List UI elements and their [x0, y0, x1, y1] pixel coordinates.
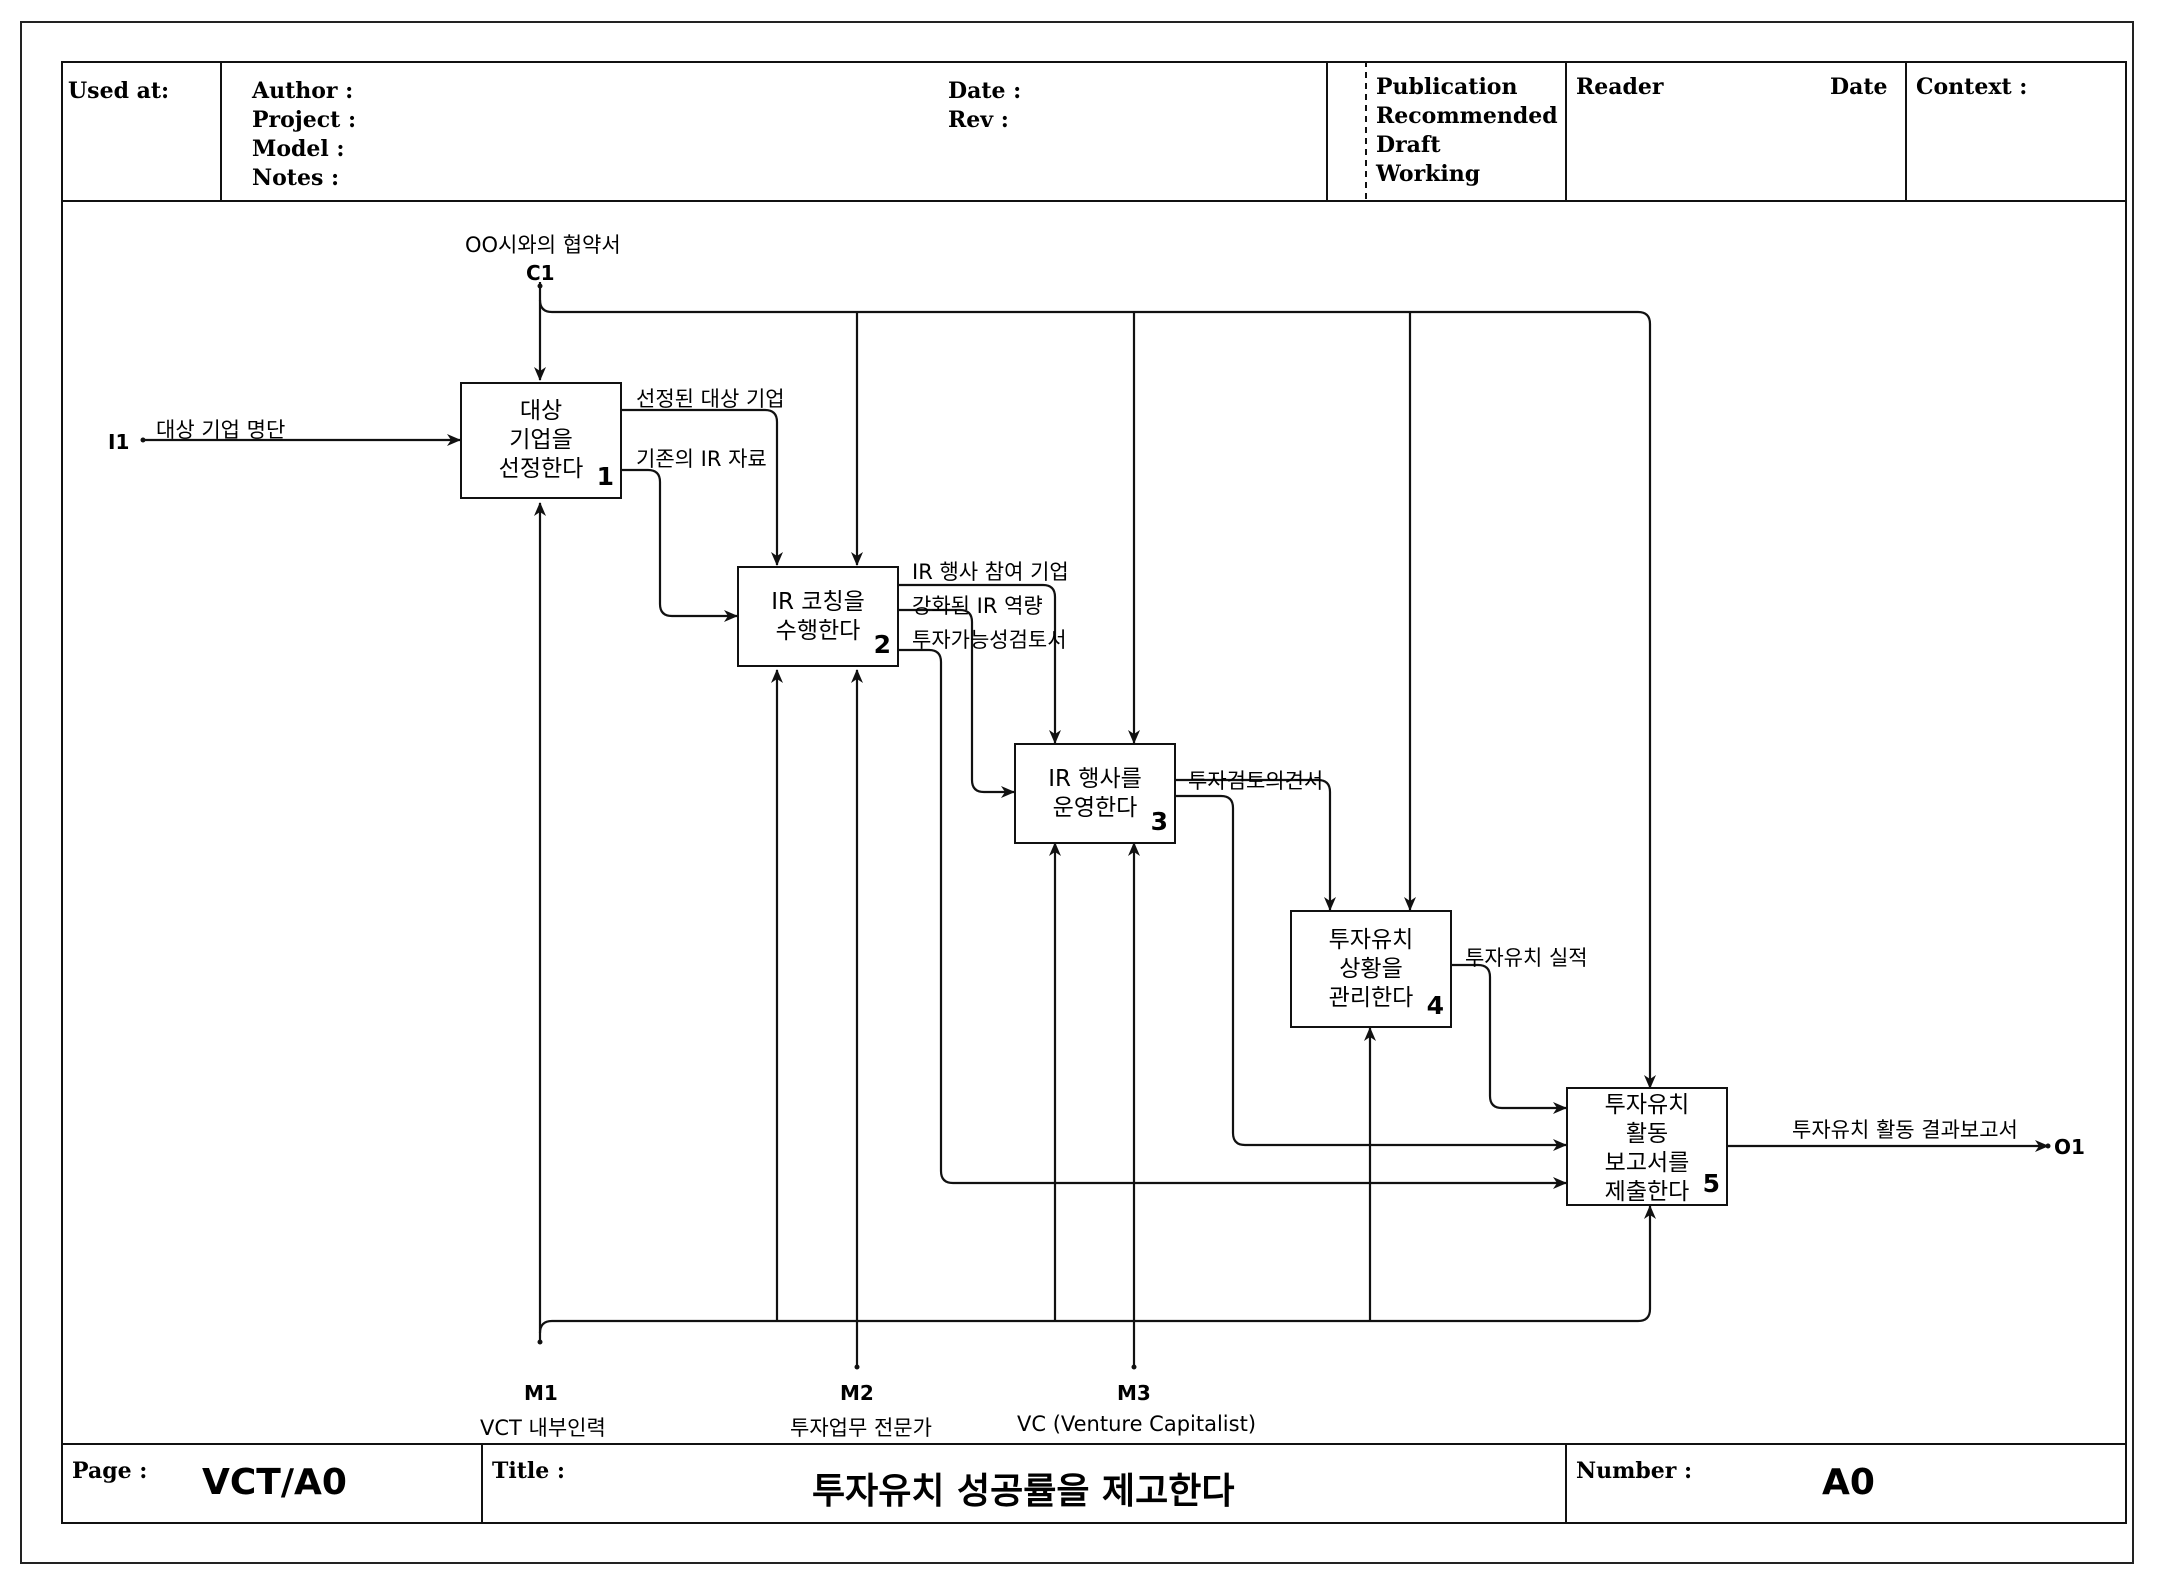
status-working: Working: [1376, 161, 1481, 187]
m2-code: M2: [840, 1381, 874, 1405]
activity-box-number: 4: [1426, 991, 1444, 1020]
m1-code: M1: [524, 1381, 558, 1405]
i1-code: I1: [108, 430, 130, 454]
used-at-label: Used at:: [68, 78, 170, 104]
page-label: Page :: [72, 1458, 148, 1484]
model-label: Model :: [252, 136, 345, 162]
activity-box-label: 투자유치 활동 보고서를 제출한다: [1604, 1092, 1690, 1205]
activity-box-number: 2: [873, 630, 891, 659]
header-grid: [61, 61, 2127, 1524]
status-draft: Draft: [1376, 132, 1441, 158]
arrow-label-selected-companies: 선정된 대상 기업: [636, 387, 785, 411]
title-label: Title :: [492, 1458, 566, 1484]
activity-box-4[interactable]: 투자유치 상황을 관리한다 4: [1290, 910, 1452, 1028]
notes-label: Notes :: [252, 165, 340, 191]
page-value: VCT/A0: [202, 1462, 347, 1503]
reader-label: Reader: [1576, 74, 1664, 100]
arrow-label-feasibility: 투자가능성검토서: [912, 628, 1067, 652]
author-label: Author :: [252, 78, 354, 104]
activity-box-label: IR 코칭을 수행한다: [771, 589, 865, 644]
outer-frame: [20, 21, 2134, 1564]
activity-box-label: IR 행사를 운영한다: [1048, 766, 1142, 821]
activity-box-5[interactable]: 투자유치 활동 보고서를 제출한다 5: [1566, 1087, 1728, 1206]
m3-code: M3: [1117, 1381, 1151, 1405]
arrow-label-enhanced-ir: 강화된 IR 역량: [912, 594, 1043, 618]
rev-label: Rev :: [948, 107, 1009, 133]
c1-label: OO시와의 협약서: [465, 233, 621, 257]
m2-label: 투자업무 전문가: [790, 1416, 932, 1440]
arrows: [143, 282, 2049, 1367]
activity-box-number: 5: [1702, 1169, 1720, 1198]
status-publication: Publication: [1376, 74, 1518, 100]
activity-box-label: 대상 기업을 선정한다: [498, 398, 584, 482]
arrow-label-existing-ir: 기존의 IR 자료: [636, 447, 767, 471]
number-value: A0: [1822, 1462, 1875, 1503]
m1-label: VCT 내부인력: [480, 1416, 606, 1440]
reader-date-label: Date: [1830, 74, 1888, 100]
o1-label: 투자유치 활동 결과보고서: [1792, 1118, 2018, 1142]
activity-box-number: 1: [596, 462, 614, 491]
diagram-title: 투자유치 성공률을 제고한다: [812, 1471, 1235, 1512]
arrow-label-review-opinion: 투자검토의견서: [1188, 769, 1324, 793]
arrow-label-ir-participants: IR 행사 참여 기업: [912, 560, 1069, 584]
m3-label: VC (Venture Capitalist): [1017, 1412, 1257, 1436]
activity-box-1[interactable]: 대상 기업을 선정한다 1: [460, 382, 622, 499]
status-recommended: Recommended: [1376, 103, 1558, 129]
c1-code: C1: [526, 261, 555, 285]
project-label: Project :: [252, 107, 357, 133]
diagram-frame: [61, 61, 2127, 1524]
activity-box-2[interactable]: IR 코칭을 수행한다 2: [737, 566, 899, 667]
context-label: Context :: [1916, 74, 2028, 100]
activity-box-3[interactable]: IR 행사를 운영한다 3: [1014, 743, 1176, 844]
arrow-label-results: 투자유치 실적: [1465, 946, 1588, 970]
number-label: Number :: [1576, 1458, 1693, 1484]
activity-box-number: 3: [1150, 807, 1168, 836]
o1-code: O1: [2054, 1135, 2085, 1159]
tunnel-dots: [140, 283, 2051, 1370]
i1-label: 대상 기업 명단: [156, 418, 286, 442]
activity-box-label: 투자유치 상황을 관리한다: [1328, 927, 1414, 1011]
date-label: Date :: [948, 78, 1022, 104]
